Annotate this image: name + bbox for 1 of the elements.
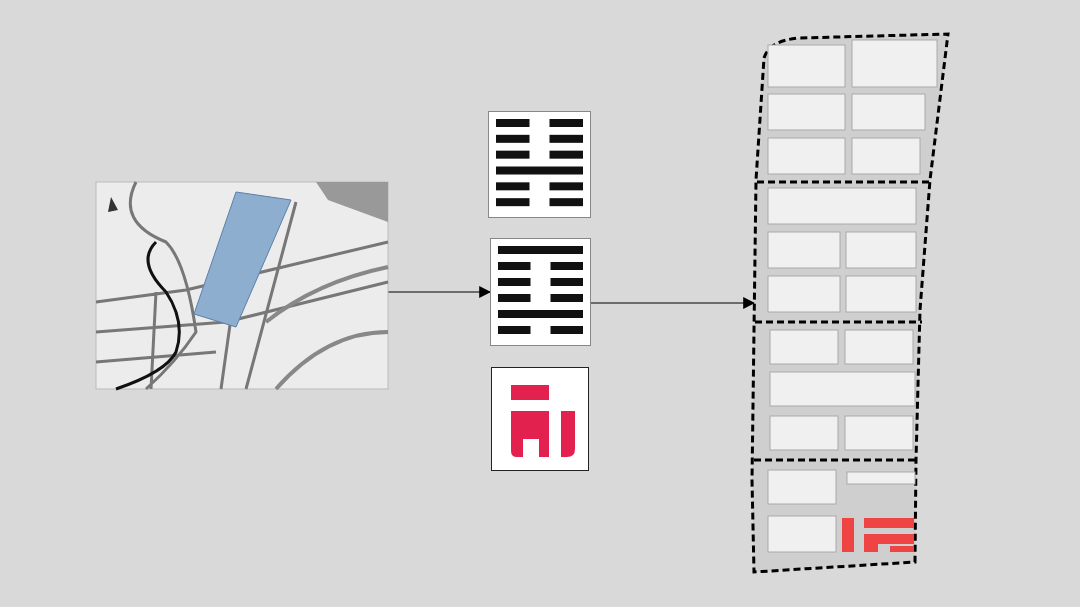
arrow <box>387 286 492 298</box>
